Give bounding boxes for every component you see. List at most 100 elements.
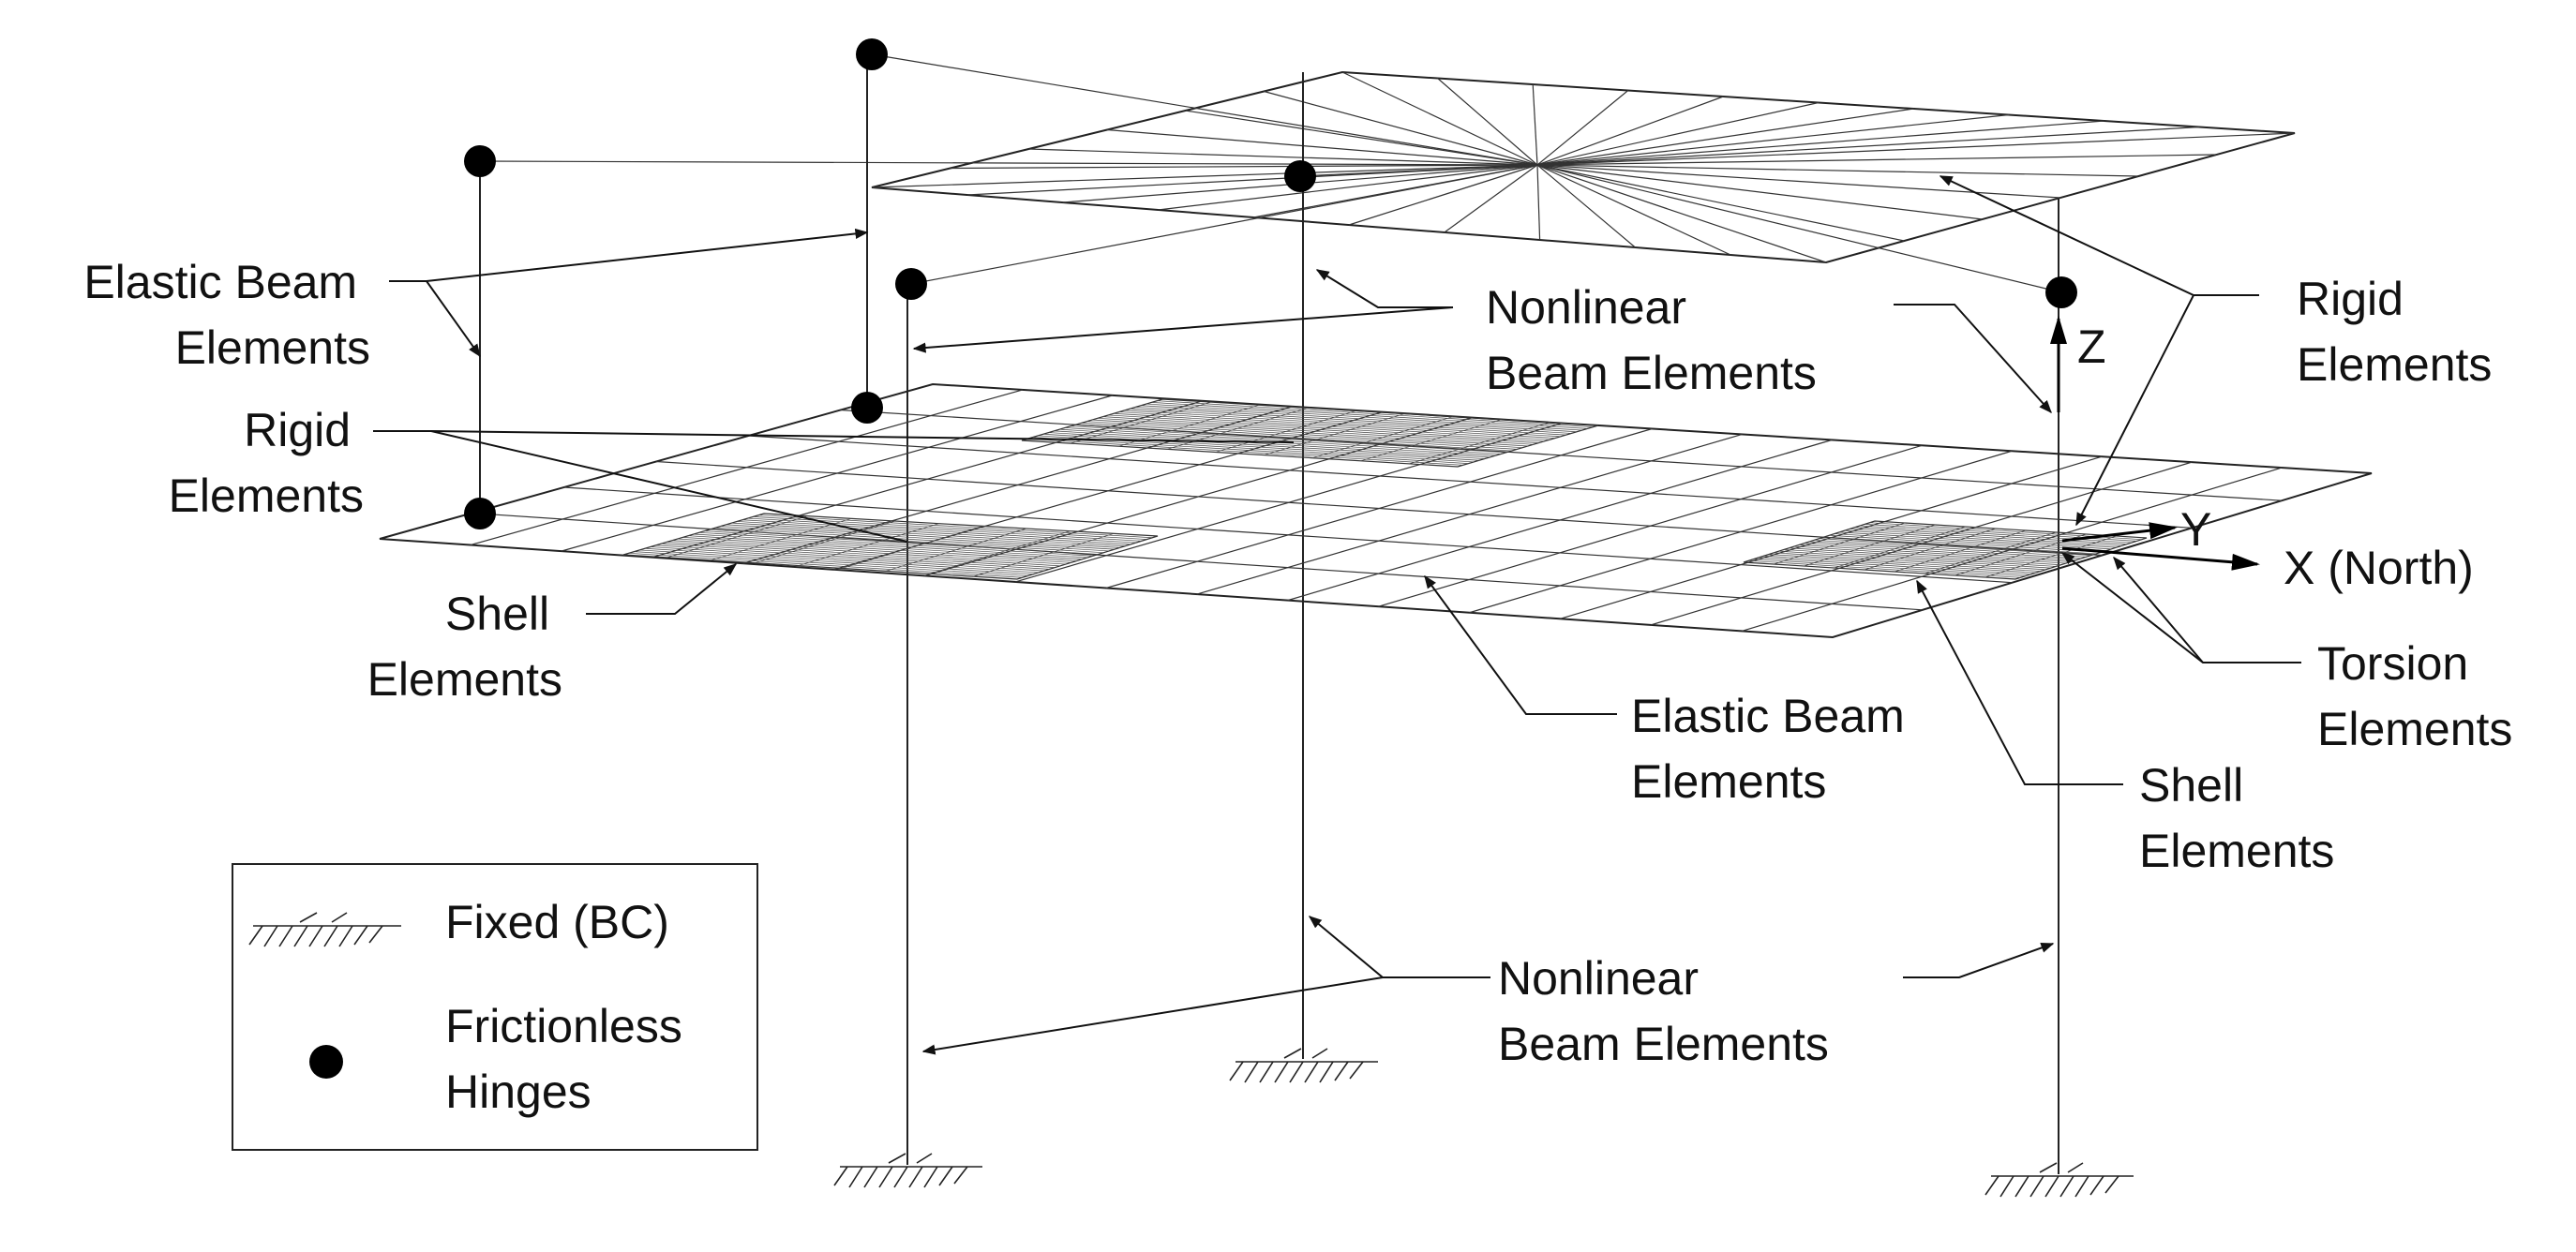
fine-mesh-line xyxy=(639,549,1034,575)
fixed-support-icon xyxy=(248,912,401,947)
rigid-fan-line xyxy=(1348,164,1538,226)
rigid-link-line xyxy=(871,53,1538,166)
fine-mesh-line xyxy=(1834,533,2106,551)
label-rigid-right: Rigid Elements xyxy=(2297,273,2492,391)
fine-mesh-line xyxy=(1839,531,2112,550)
fine-mesh-line xyxy=(1819,538,2091,556)
fine-mesh-line xyxy=(1774,552,2046,571)
fine-mesh-line xyxy=(1026,438,1463,466)
fine-mesh-line xyxy=(929,530,1071,574)
leader-elastic-beam-center xyxy=(1424,574,1617,715)
fine-mesh-line xyxy=(634,551,1028,576)
fine-mesh-line xyxy=(1829,534,2102,553)
deck-grid-lines xyxy=(379,382,2373,639)
hinge-dot xyxy=(1284,160,1316,192)
fine-mesh-line xyxy=(1759,557,2031,575)
fine-mesh-line xyxy=(1844,529,2117,548)
fine-mesh-line xyxy=(1215,410,1356,453)
leader-nonlinear-bottom xyxy=(921,976,1384,1055)
callout-labels: Elastic Beam Elements Rigid Elements She… xyxy=(83,256,2512,1070)
fine-mesh-line xyxy=(1086,421,1523,449)
label-shell-left: Shell Elements xyxy=(367,588,562,706)
rigid-link-line xyxy=(910,164,1538,285)
fine-mesh-line xyxy=(1814,539,2087,558)
fine-mesh-line xyxy=(1789,547,2061,566)
fine-mesh-line xyxy=(715,527,1110,552)
leader-rigid-left xyxy=(430,430,908,543)
fine-mesh-line xyxy=(1768,554,2041,572)
label-nonlinear-top: Nonlinear Beam Elements xyxy=(1486,281,1817,399)
rigid-fan-line xyxy=(1536,120,2104,166)
hinge-dot xyxy=(464,145,496,177)
rigid-fan-line xyxy=(1437,78,1538,166)
fine-mesh-line xyxy=(1360,419,1502,462)
fine-mesh-line xyxy=(1311,416,1454,459)
fine-mesh-line xyxy=(1075,424,1512,452)
rigid-fan-line xyxy=(1536,108,1914,166)
fine-mesh-line xyxy=(885,528,1027,572)
fine-mesh-line xyxy=(1140,405,1577,433)
fine-mesh-patches xyxy=(622,398,2148,580)
fixed-supports xyxy=(833,1048,2134,1198)
hinge-dot xyxy=(2045,276,2077,308)
fine-mesh-line xyxy=(741,519,1136,544)
fine-mesh-line xyxy=(1065,427,1502,455)
leader-nonlinear-bottom xyxy=(1308,916,1490,978)
label-nonlinear-bottom: Nonlinear Beam Elements xyxy=(1498,952,1829,1070)
label-torsion-right: Torsion Elements xyxy=(2317,637,2512,755)
rigid-fan-lines xyxy=(479,53,2296,293)
rigid-fan-line xyxy=(1158,164,1538,211)
fine-mesh-line xyxy=(1748,559,2021,578)
deck-grid-line xyxy=(472,512,1923,611)
fine-mesh-line xyxy=(747,517,1142,542)
fine-mesh-line xyxy=(973,532,1115,577)
fine-mesh-line xyxy=(1763,555,2036,574)
fine-mesh-line xyxy=(688,535,1083,560)
fine-mesh-line xyxy=(677,538,1071,563)
fixed-support-icon xyxy=(1984,1162,2134,1198)
hinges xyxy=(464,38,2077,529)
rigid-fan-line xyxy=(1536,101,1820,166)
z-axis-label: Z xyxy=(2077,320,2106,373)
leader-torsion-right xyxy=(2060,552,2301,663)
leader-lines xyxy=(373,175,2301,1055)
fine-mesh-line xyxy=(655,544,1050,570)
fine-mesh-line xyxy=(1091,419,1529,447)
fine-mesh-line xyxy=(1409,422,1550,465)
legend-hinge-dot xyxy=(309,1045,343,1079)
rigid-fan-line xyxy=(1536,164,1983,220)
rigid-fan-line xyxy=(1341,71,1538,166)
rigid-fan-line xyxy=(1536,113,2010,166)
rigid-fan-line xyxy=(1444,164,1538,233)
fine-mesh-line xyxy=(1804,524,1936,567)
fine-mesh-line xyxy=(1070,425,1506,454)
rigid-fan-line xyxy=(1106,128,1538,166)
deck-grid-line xyxy=(748,435,2193,529)
fine-mesh-line xyxy=(1146,403,1582,431)
rigid-fan-line xyxy=(1536,126,2200,166)
fine-mesh-line xyxy=(1054,430,1490,458)
hinge-dot xyxy=(464,498,496,529)
fine-mesh-line xyxy=(666,515,808,559)
legend-box xyxy=(232,863,758,1151)
fine-mesh-line xyxy=(650,546,1044,572)
leader-elastic-beam-left xyxy=(426,280,481,358)
deck-grid-line xyxy=(655,460,2103,557)
fine-mesh-line xyxy=(726,524,1120,548)
fine-mesh-line xyxy=(704,530,1099,555)
deck-grid-line xyxy=(563,486,2013,584)
rigid-fan-line xyxy=(1536,164,1541,241)
leader-rigid-right xyxy=(1939,175,2259,296)
label-rigid-left: Rigid Elements xyxy=(169,404,364,522)
fine-mesh-line xyxy=(1753,559,2026,576)
leader-rigid-right xyxy=(2075,294,2194,527)
rigid-link-line xyxy=(1299,164,1538,177)
rigid-fan-line xyxy=(1536,164,1636,248)
fine-mesh-line xyxy=(1151,402,1588,429)
rigid-fan-line xyxy=(1536,90,1629,166)
leader-nonlinear-top xyxy=(1315,269,1453,308)
legend-hinge-label: Frictionless Hinges xyxy=(445,1000,696,1118)
fine-mesh-line xyxy=(693,533,1088,559)
leader-nonlinear-top xyxy=(1894,304,2052,414)
